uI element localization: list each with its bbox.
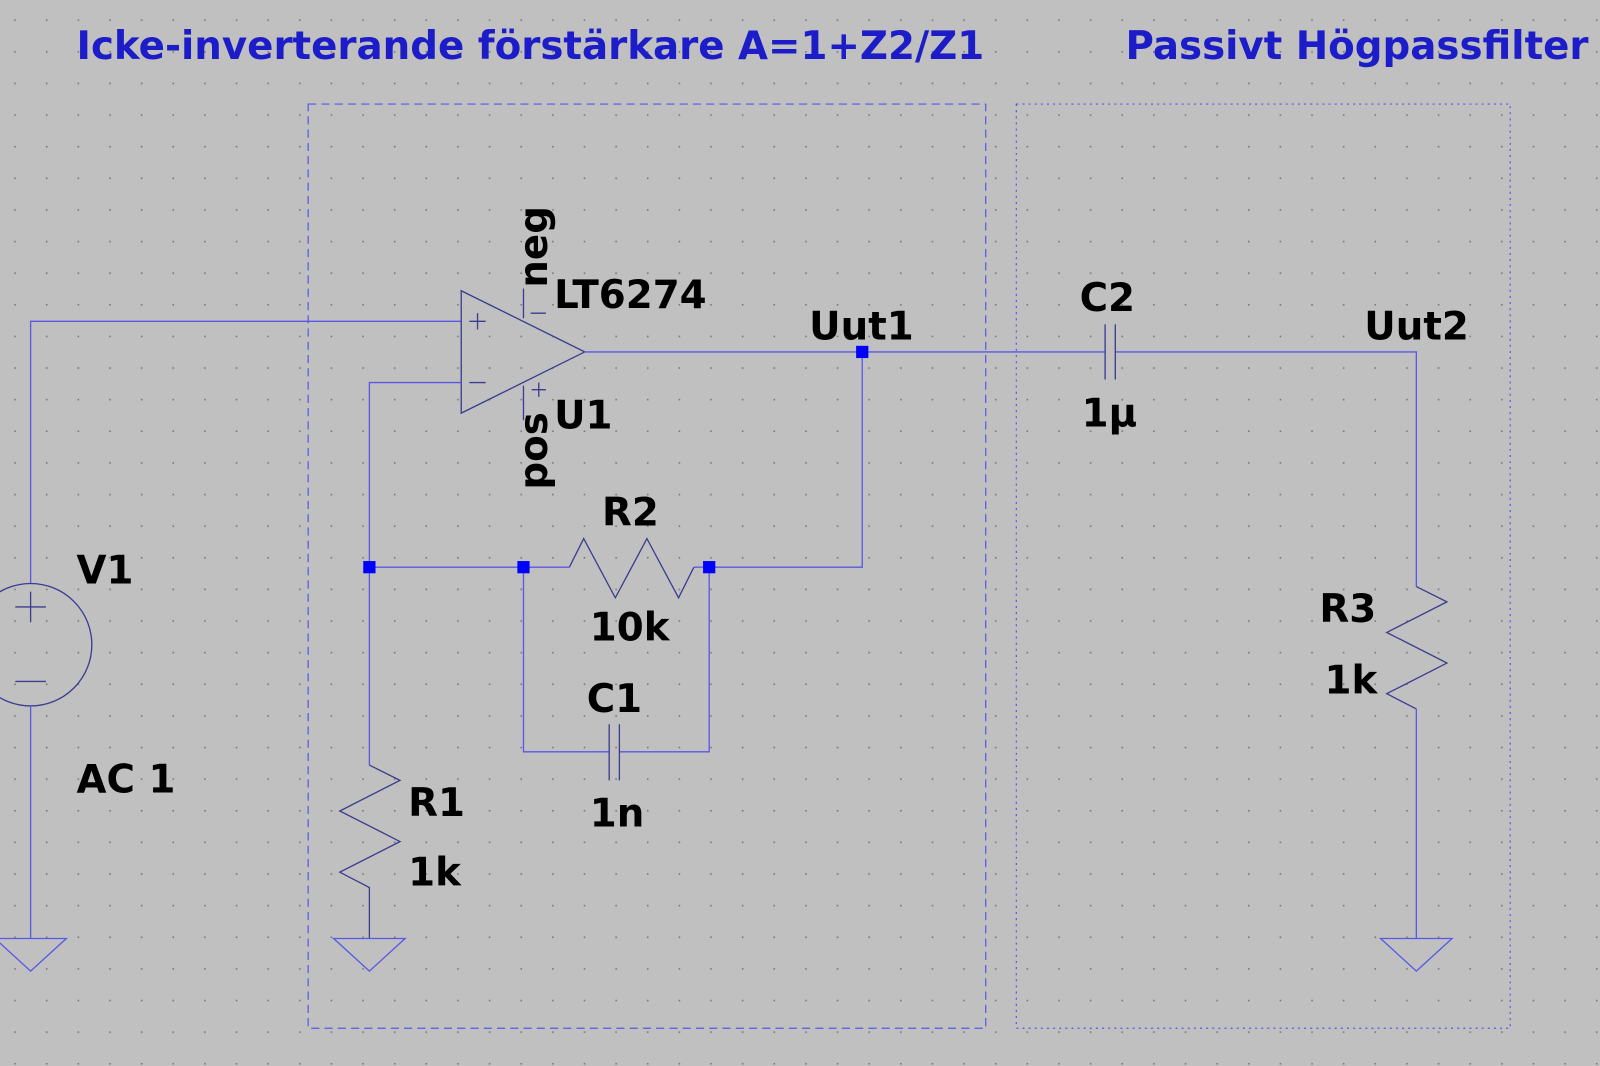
pin-neg-label: neg	[512, 206, 557, 288]
opamp-u1[interactable]	[460, 288, 587, 421]
wire-inverting	[368, 381, 462, 766]
capacitor-c1[interactable]	[608, 724, 621, 781]
wire-c1-left	[522, 567, 610, 753]
voltage-source-v1[interactable]	[0, 320, 462, 973]
ground-icon	[0, 937, 69, 973]
resistor-r2[interactable]	[568, 537, 695, 600]
wire-c1-right	[619, 567, 710, 753]
r3-name: R3	[1319, 587, 1376, 632]
opamp-triangle	[460, 289, 587, 415]
junction	[517, 561, 530, 574]
c1-value: 1n	[590, 791, 645, 836]
resistor-r1[interactable]	[338, 764, 402, 939]
c2-name: C2	[1080, 276, 1135, 321]
source-name: V1	[77, 549, 134, 594]
ground-icon	[1378, 937, 1454, 973]
ground-icon	[331, 937, 407, 973]
r3-value: 1k	[1324, 659, 1378, 704]
junction	[856, 345, 869, 359]
opamp-input-signs	[469, 313, 486, 384]
amplifier-box	[307, 103, 987, 1029]
source-polarity-icon	[15, 591, 46, 683]
r1-value: 1k	[408, 850, 462, 895]
filter-box	[1015, 103, 1511, 1029]
opamp-name: U1	[554, 393, 612, 438]
pin-pos-label: pos	[512, 412, 557, 489]
source-value: AC 1	[77, 758, 176, 803]
junction	[703, 561, 716, 574]
net-label-uut1: Uut1	[809, 305, 914, 350]
wire-feedback	[709, 351, 863, 568]
title-filter: Passivt Högpassfilter	[1126, 24, 1589, 69]
c1-name: C1	[587, 677, 642, 722]
r1-name: R1	[408, 781, 465, 826]
net-label-uut2: Uut2	[1364, 305, 1469, 350]
wire-filter	[1115, 351, 1417, 587]
opamp-supply-pins	[522, 288, 546, 421]
junction	[363, 561, 376, 574]
r2-name: R2	[602, 490, 659, 535]
r2-value: 10k	[590, 606, 671, 651]
resistor-r3[interactable]	[1385, 585, 1449, 710]
capacitor-c2[interactable]	[1104, 324, 1116, 380]
title-amplifier: Icke-inverterande förstärkare A=1+Z2/Z1	[77, 24, 985, 69]
wire-input	[29, 320, 462, 584]
opamp-model: LT6274	[554, 273, 707, 318]
c2-value: 1µ	[1082, 391, 1137, 436]
